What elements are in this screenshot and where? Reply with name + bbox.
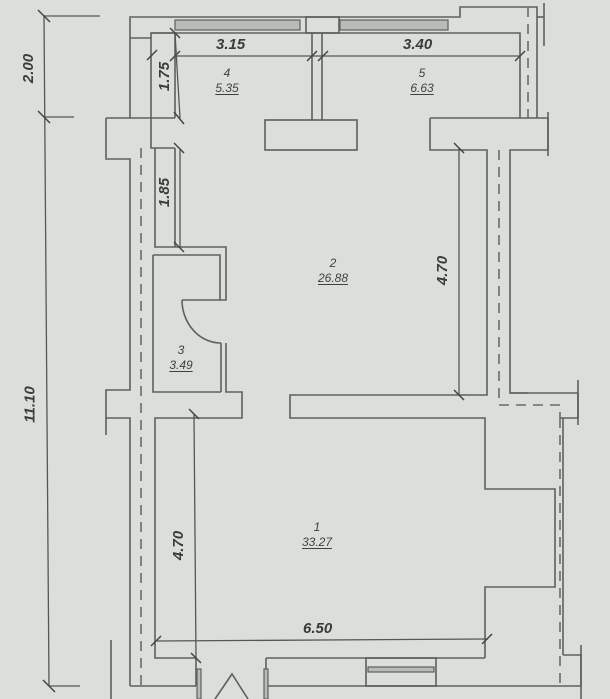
balcony-walls: [129, 3, 545, 120]
dim-corridor-segment: 1.85: [156, 177, 174, 208]
room-label-5: 5 6.63: [392, 66, 452, 96]
room-number: 2: [329, 256, 337, 270]
room-area: 6.63: [410, 81, 434, 95]
room-label-2: 2 26.88: [303, 256, 363, 286]
dim-top-right: 3.40: [403, 36, 433, 53]
door-jamb-left: [196, 668, 202, 699]
room-number: 1: [313, 520, 321, 534]
dim-room1-width: 6.50: [303, 620, 333, 637]
room-label-3: 3 3.49: [151, 343, 211, 373]
room-area: 5.35: [215, 81, 239, 95]
dim-room1-depth: 4.70: [170, 530, 188, 561]
dim-right-inner-wall: 4.70: [434, 255, 452, 286]
window-room5: [339, 19, 449, 31]
room-area: 26.88: [317, 271, 349, 285]
overall-dimension-left: [37, 9, 100, 693]
right-walls: [196, 112, 582, 699]
door-jamb-right: [263, 668, 269, 699]
room-number: 4: [223, 66, 231, 80]
room-number: 5: [418, 66, 426, 80]
room-area: 3.49: [169, 358, 193, 372]
dim-left-overall-top: 2.00: [20, 53, 38, 84]
dim-room4-depth: 1.75: [156, 61, 174, 92]
dim-top-left: 3.15: [216, 36, 246, 53]
dimension-lines: [146, 27, 526, 664]
window-storefront: [367, 666, 435, 673]
entrance-door-icon: [214, 672, 249, 699]
room-area: 33.27: [301, 535, 333, 549]
room-number: 3: [177, 343, 185, 357]
left-walls: [105, 33, 243, 699]
dim-left-overall-main: 11.10: [21, 386, 39, 423]
structural-beam: [264, 119, 358, 151]
window-room4: [174, 19, 301, 31]
room-label-4: 4 5.35: [197, 66, 257, 96]
room-label-1: 1 33.27: [287, 520, 347, 550]
